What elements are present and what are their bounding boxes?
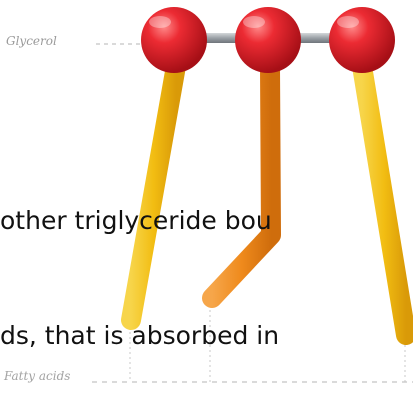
overlay-text-line-1: other triglyceride bou [0, 206, 272, 235]
fatty-acid-chain-2 [212, 68, 271, 298]
glycerol-atom-1 [141, 7, 207, 73]
glycerol-atom-3 [329, 7, 395, 73]
overlay-text-line-2: ds, that is absorbed in [0, 321, 279, 350]
fatty-acid-chain-1 [131, 66, 176, 320]
fatty-acids-label: Fatty acids [4, 369, 70, 383]
glycerol-bond-2 [296, 33, 332, 43]
fatty-acid-chain-3 [362, 66, 406, 335]
glycerol-label: Glycerol [6, 34, 57, 48]
glycerol-atom-2 [235, 7, 301, 73]
